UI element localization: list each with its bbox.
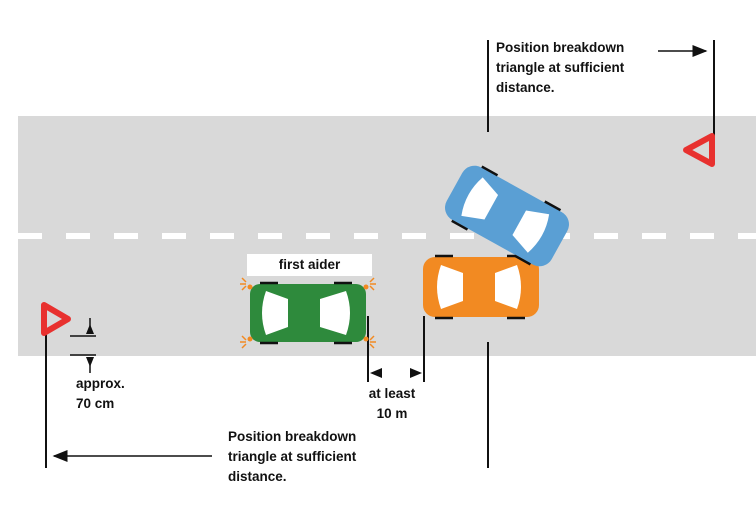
approx-line-2: 70 cm [76,396,115,411]
lane-dash [258,233,282,239]
lane-dash [738,233,756,239]
left-instruction-line-2: triangle at sufficient [228,449,357,464]
at-least-line-1: at least [368,386,416,401]
first-aider-car [240,277,376,349]
lane-dash [306,233,330,239]
hazard-lights [240,277,376,349]
left-triangle-instruction: Position breakdown triangle at sufficien… [228,427,356,487]
approx-line-1: approx. [76,376,125,391]
first-aider-label: first aider [247,254,372,276]
distance-arrows [370,368,422,378]
lane-dash [450,233,474,239]
warning-triangle-icon [41,302,71,336]
right-instruction-line-3: distance. [496,80,555,95]
warning-triangle-icon [683,133,715,167]
road [18,116,756,356]
approx-distance-label: approx. 70 cm [76,374,125,414]
right-instruction-line-2: triangle at sufficient [496,60,625,75]
blue-car [445,165,569,267]
lane-dash [66,233,90,239]
lane-dash [210,233,234,239]
lane-dash [162,233,186,239]
lane-dash [642,233,666,239]
right-instruction-line-1: Position breakdown [496,40,625,55]
lane-dash [594,233,618,239]
lane-dash [18,233,42,239]
minimum-distance-label: at least 10 m [362,384,422,424]
right-triangle-instruction: Position breakdown triangle at sufficien… [496,38,624,98]
left-instruction-line-1: Position breakdown [228,429,357,444]
approx-dimension-marker [70,318,96,373]
lane-dash [690,233,714,239]
orange-car [423,254,539,320]
lane-dash [354,233,378,239]
lane-dash [114,233,138,239]
at-least-line-2: 10 m [376,406,408,421]
lane-dash [402,233,426,239]
left-instruction-line-3: distance. [228,469,287,484]
